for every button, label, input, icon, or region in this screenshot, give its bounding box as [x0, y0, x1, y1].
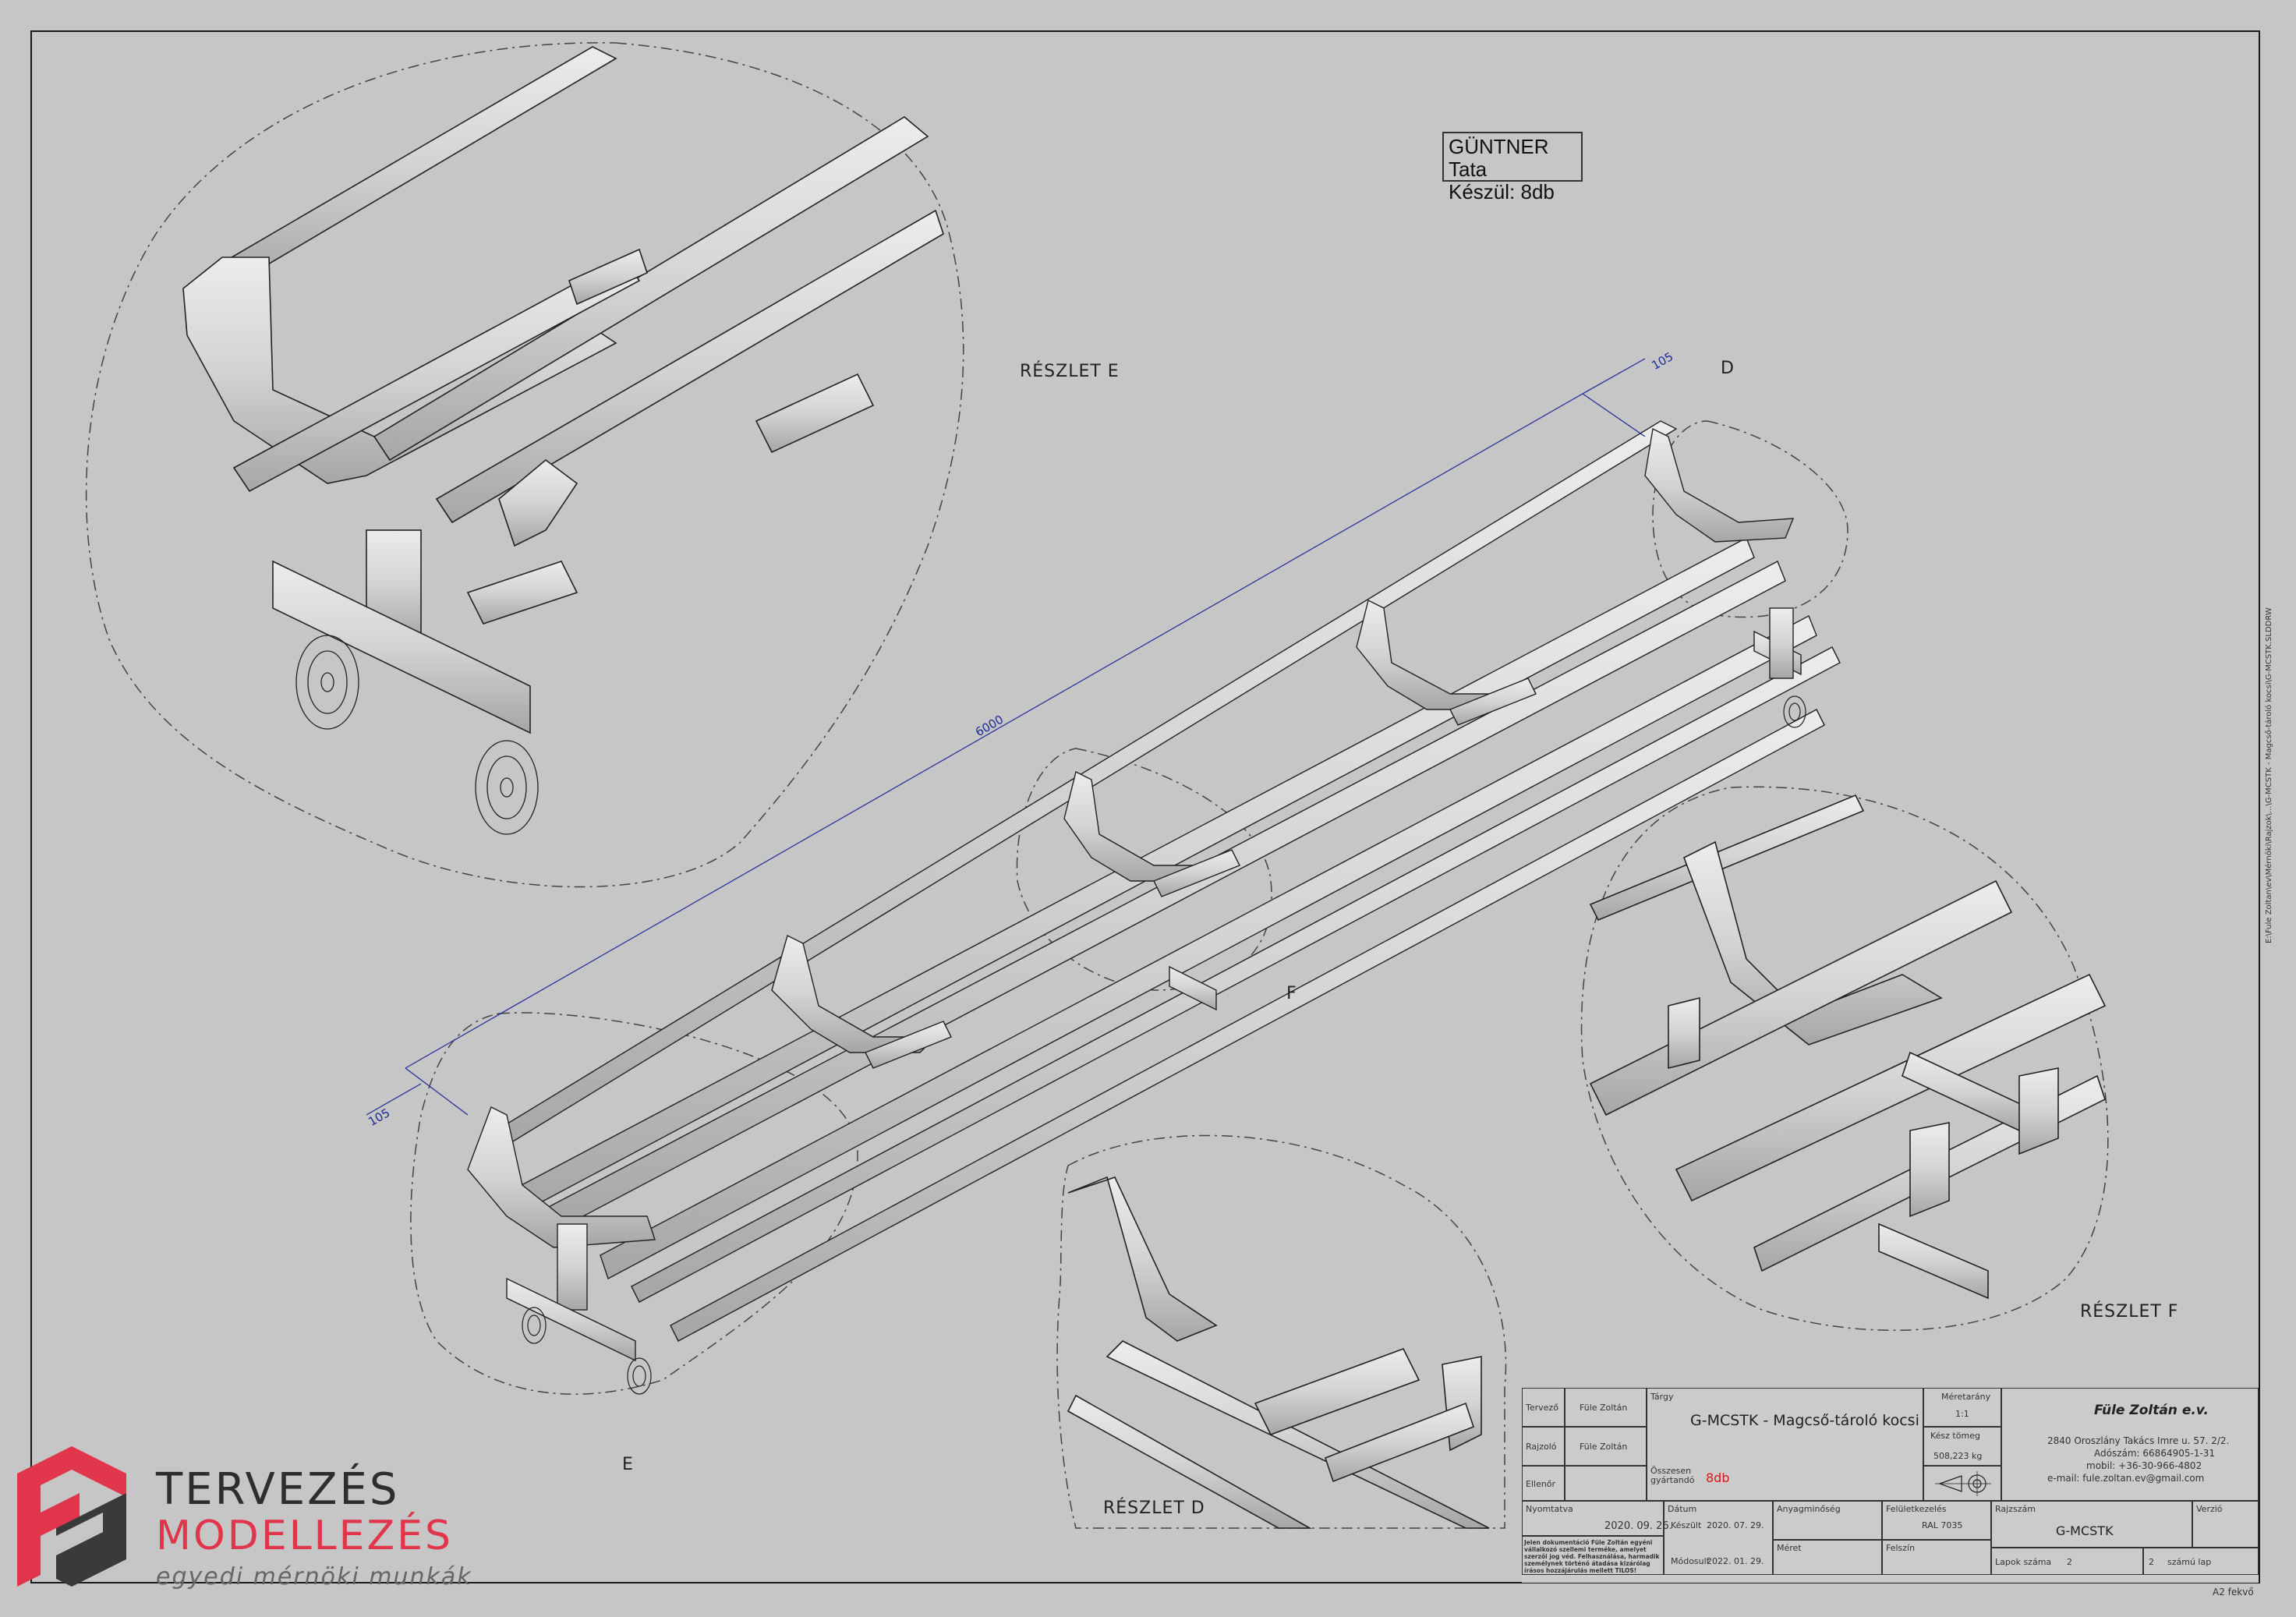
logo-mark [17, 1446, 126, 1587]
cradle-right [1644, 427, 1795, 543]
detail-e-wheels [295, 635, 539, 835]
cradle-left [467, 1106, 656, 1248]
cradle-mid-3 [1356, 599, 1514, 710]
note-line-2: Készül: 8db [1449, 180, 1555, 203]
cell-meret: Méret [1773, 1540, 1882, 1575]
long-beam-2 [545, 561, 1786, 1233]
note-box: GÜNTNER Tata Készül: 8db [1442, 132, 1583, 203]
detail-f-clamp-3 [1668, 996, 1700, 1070]
detail-e-boundary [85, 42, 964, 888]
detail-e-label: RÉSZLET E [1020, 362, 1120, 381]
cell-rajzolo-value: Füle Zoltán [1565, 1427, 1647, 1466]
detail-d-cross [1254, 1348, 1420, 1435]
detail-e-bracket-3 [466, 561, 578, 625]
outrigger-tube [1169, 965, 1217, 1011]
long-beam-4 [631, 646, 1841, 1303]
detail-d-beam-2 [1067, 1394, 1313, 1529]
cell-tervezo-label: Tervező [1522, 1388, 1565, 1427]
note-line-1: GÜNTNER Tata [1449, 135, 1549, 181]
detail-e-marker-circle [410, 1012, 858, 1395]
detail-f-beam-2 [1675, 973, 2107, 1202]
detail-e-beam-2 [435, 209, 944, 524]
leg-left [557, 1223, 588, 1311]
cell-rajzszam: Rajzszám G-MCSTK [1991, 1501, 2192, 1548]
cell-feluletkezeles: Felületkezelés RAL 7035 [1882, 1501, 1991, 1540]
cell-nyomtatva: Nyomtatva 2020. 09. 26. [1522, 1501, 1672, 1536]
cross-beam-2 [1153, 849, 1240, 897]
cross-beam-3 [1449, 678, 1537, 726]
cell-targy: Tárgy G-MCSTK - Magcső-tároló kocsi Össz… [1647, 1388, 1923, 1501]
quantity-value: 8db [1706, 1470, 1730, 1485]
leg-right [1769, 607, 1794, 679]
cell-meretarany: Méretarány 1:1 [1923, 1388, 2001, 1427]
cell-lapszam: 2 számú lap [2143, 1548, 2259, 1575]
file-path-note: E:\Fule Zoltan\ev\Mérnöki\Rajzok\...\G-M… [2265, 607, 2273, 943]
detail-e-v-end [498, 458, 578, 547]
title-block: Tervező Füle Zoltán Rajzoló Füle Zoltán … [1522, 1388, 2259, 1583]
detail-f-clamp-1 [1909, 1122, 1950, 1218]
cell-projection-symbol [1923, 1466, 2001, 1501]
cell-felszin: Felszín [1882, 1540, 1991, 1575]
detail-e-view [182, 46, 944, 734]
cross-beam-1 [865, 1021, 952, 1069]
logo-line-1: TERVEZÉS [156, 1464, 400, 1515]
detail-f-view [1589, 794, 2107, 1300]
cell-lapok: Lapok száma 2 [1991, 1548, 2143, 1575]
detail-e-bracket-2 [755, 373, 875, 454]
detail-f-boundary [1580, 786, 2109, 1331]
cell-kesz-tomeg: Kész tömeg 508,223 kg [1923, 1427, 2001, 1466]
detail-f-rail [1589, 794, 1865, 922]
cell-disclaimer: Jelen dokumentáció Füle Zoltán egyéni vá… [1522, 1536, 1664, 1575]
cell-anyagminoseg: Anyagminőség [1773, 1501, 1882, 1540]
cell-datum: Dátum Készült 2020. 07. 29. Módosult 202… [1664, 1501, 1773, 1575]
cell-ellenor-value [1565, 1466, 1647, 1501]
marker-f-label: F [1286, 984, 1297, 1003]
detail-e-top-rail [217, 46, 617, 286]
logo-line-2: MODELLEZÉS [156, 1513, 453, 1559]
detail-e-beam-3 [232, 256, 641, 493]
marker-d-label: D [1721, 359, 1735, 378]
marker-e-label: E [622, 1455, 634, 1474]
cell-verzio: Verzió [2192, 1501, 2259, 1548]
main-cart-view [467, 420, 1841, 1362]
cell-rajzolo-label: Rajzoló [1522, 1427, 1565, 1466]
detail-f-label: RÉSZLET F [2080, 1302, 2179, 1322]
drawing-number: G-MCSTK [2056, 1523, 2114, 1538]
detail-e-beam-1 [373, 116, 929, 462]
projection-icon [1935, 1471, 1991, 1496]
detail-d-v-rail [1325, 1402, 1474, 1483]
wheels-main [522, 695, 1806, 1395]
logo-line-3: egyedi mérnöki munkák [156, 1563, 472, 1590]
cell-ellenor-label: Ellenőr [1522, 1466, 1565, 1501]
subject-value: G-MCSTK - Magcső-tároló kocsi [1690, 1412, 1919, 1429]
detail-d-label: RÉSZLET D [1103, 1498, 1205, 1518]
detail-f-clamp-2 [2018, 1067, 2059, 1155]
cradle-mid-2 [1063, 770, 1218, 882]
drawing-frame [30, 30, 2260, 1583]
foot-left [506, 1277, 636, 1362]
detail-e-bracket-1 [568, 248, 648, 306]
detail-e-foot [272, 560, 531, 734]
detail-f-marker-circle [1016, 748, 1272, 991]
long-beam-3 [600, 615, 1817, 1280]
detail-f-tube [1878, 1222, 1989, 1300]
cell-tervezo-value: Füle Zoltán [1565, 1388, 1647, 1427]
detail-d-boundary [1056, 1134, 1507, 1529]
long-beam-5 [670, 709, 1825, 1342]
detail-d-cradle [1067, 1176, 1218, 1342]
detail-d-view [1067, 1176, 1490, 1529]
detail-e-cradle [182, 257, 617, 484]
paper-format: A2 fekvő [2213, 1587, 2254, 1598]
cell-company: Füle Zoltán e.v. 2840 Oroszlány Takács I… [2001, 1388, 2259, 1501]
dimension-lines [366, 358, 1646, 1116]
